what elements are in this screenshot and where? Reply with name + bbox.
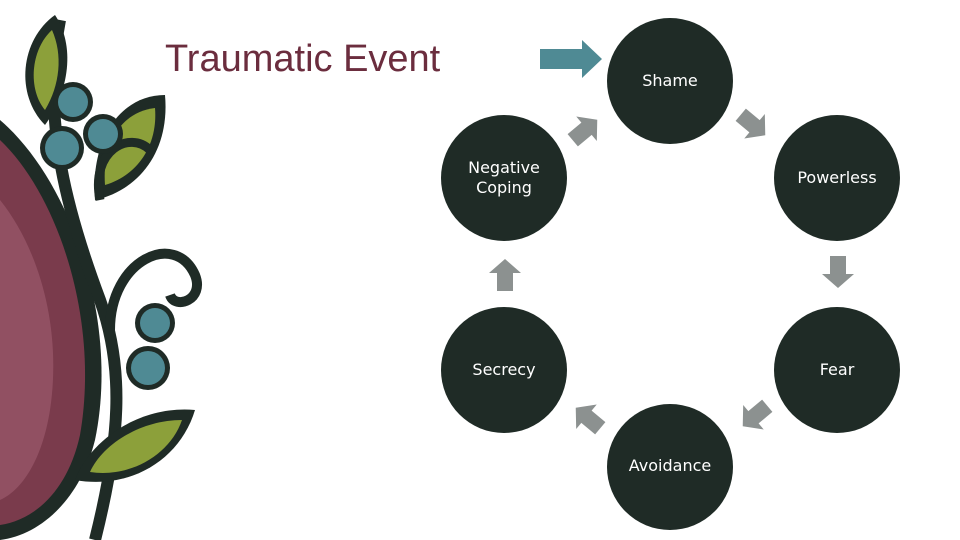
cycle-node-label: Powerless bbox=[797, 168, 877, 187]
cycle-node-negative-coping: Negative Coping bbox=[441, 115, 567, 241]
cycle-arrow-secrecy-to-negative-coping-icon bbox=[489, 259, 521, 291]
cycle-node-label: Avoidance bbox=[628, 456, 712, 475]
cycle-node-powerless: Powerless bbox=[774, 115, 900, 241]
cycle-arrow-shame-to-powerless-icon bbox=[735, 108, 766, 139]
cycle-node-avoidance: Avoidance bbox=[607, 404, 733, 530]
diagram-title: Traumatic Event bbox=[165, 38, 441, 80]
cycle-node-fear: Fear bbox=[774, 307, 900, 433]
cycle-node-shame: Shame bbox=[607, 18, 733, 144]
cycle-arrow-powerless-to-fear-icon bbox=[822, 256, 854, 288]
cycle-node-label: Shame bbox=[642, 71, 698, 90]
cycle-node-secrecy: Secrecy bbox=[441, 307, 567, 433]
cycle-arrow-avoidance-to-secrecy-icon bbox=[575, 404, 606, 435]
cycle-arrow-negative-coping-to-shame-icon bbox=[567, 116, 598, 147]
cycle-node-label: Fear bbox=[819, 360, 855, 379]
floral-vine-illustration bbox=[0, 15, 202, 540]
entry-arrow-icon bbox=[540, 40, 602, 78]
cycle-node-label: Secrecy bbox=[472, 360, 536, 379]
cycle-arrow-fear-to-avoidance-icon bbox=[742, 399, 773, 430]
cycle-node-label: Negative Coping bbox=[468, 158, 540, 197]
